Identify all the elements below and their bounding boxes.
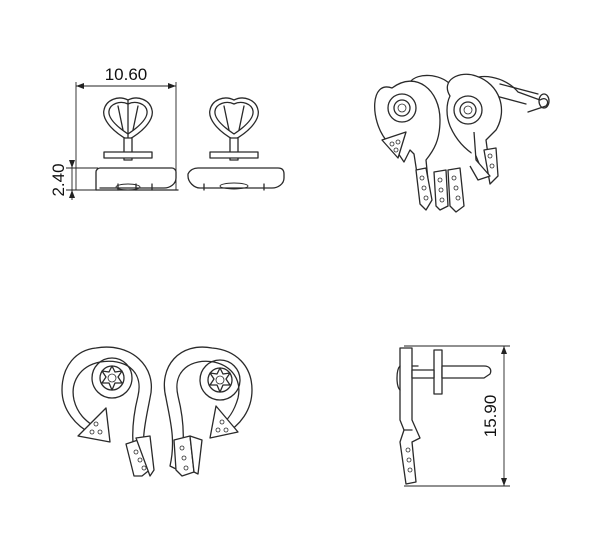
iso-left-earring bbox=[374, 80, 449, 211]
front-left-earring bbox=[61, 346, 155, 477]
length-arrow-top bbox=[501, 346, 507, 354]
side-view: 15.90 bbox=[300, 270, 600, 540]
isometric-drawing bbox=[374, 73, 550, 213]
front-right-earring bbox=[163, 346, 253, 477]
width-arrow-left bbox=[76, 83, 84, 89]
thickness-arrow-top bbox=[69, 160, 75, 168]
top-view-drawing: 10.60 2.40 bbox=[49, 65, 285, 200]
side-view-drawing: 15.90 bbox=[396, 345, 510, 487]
thickness-dimension-label: 2.40 bbox=[49, 163, 68, 196]
top-view: 10.60 2.40 bbox=[0, 0, 300, 270]
length-dimension-label: 15.90 bbox=[481, 395, 500, 438]
thickness-arrow-bottom bbox=[69, 190, 75, 198]
side-earring bbox=[396, 347, 492, 485]
side-back-disc bbox=[433, 349, 443, 395]
right-earring-top bbox=[187, 97, 285, 191]
front-view bbox=[0, 270, 300, 540]
front-view-drawing bbox=[61, 346, 253, 477]
width-arrow-right bbox=[168, 83, 176, 89]
length-arrow-bottom bbox=[501, 478, 507, 486]
isometric-view bbox=[300, 0, 600, 270]
width-dimension-label: 10.60 bbox=[105, 65, 148, 84]
left-earring-top bbox=[95, 97, 179, 191]
iso-right-earring bbox=[446, 73, 503, 213]
